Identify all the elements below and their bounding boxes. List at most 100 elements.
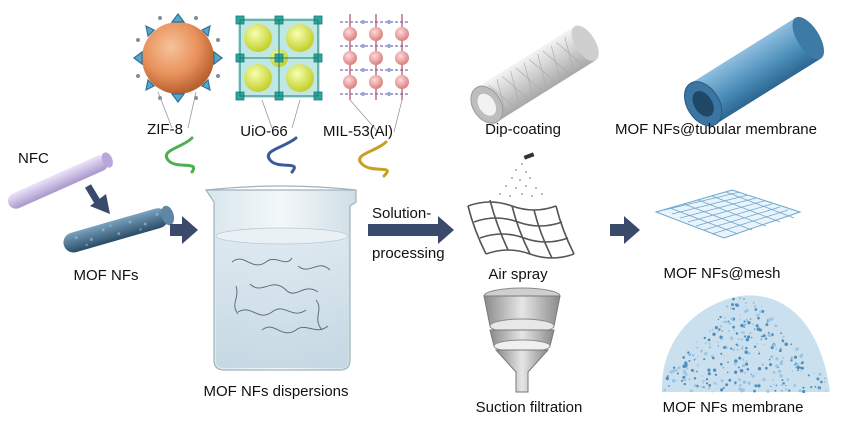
membrane-particle xyxy=(775,384,778,387)
membrane-particle xyxy=(729,307,733,310)
membrane-particle xyxy=(705,378,709,381)
membrane-particle xyxy=(684,373,688,377)
solution-processing-arrow xyxy=(368,216,454,244)
membrane-particle xyxy=(745,338,750,342)
membrane-particle xyxy=(751,374,755,378)
membrane-particle xyxy=(737,344,740,347)
membrane-particle xyxy=(702,379,705,383)
membrane-particle xyxy=(766,389,770,393)
membrane-particle xyxy=(744,323,746,326)
membrane-particle xyxy=(777,369,782,374)
membrane-particle xyxy=(717,345,720,347)
membrane-particle xyxy=(696,346,699,349)
membrane-particle xyxy=(784,342,788,346)
membrane-particle xyxy=(721,330,724,332)
membrane-particle xyxy=(707,368,711,372)
membrane-particle xyxy=(781,338,784,341)
label-solution: Solution- xyxy=(372,205,432,222)
membrane-particle xyxy=(687,353,691,357)
membrane-particle xyxy=(742,380,747,384)
membrane-particle xyxy=(770,385,772,388)
membrane-particle xyxy=(691,353,695,357)
mof-mesh xyxy=(654,189,802,239)
label-suction: Suction filtration xyxy=(475,399,583,416)
membrane-particle xyxy=(714,326,718,330)
membrane-particle xyxy=(782,357,784,360)
membrane-particle xyxy=(818,388,821,391)
membrane-particle xyxy=(797,347,800,350)
membrane-particle xyxy=(743,335,747,338)
membrane-particle xyxy=(688,378,691,381)
membrane-particle xyxy=(741,331,744,334)
membrane-particle xyxy=(707,338,711,342)
membrane-particle xyxy=(760,306,763,308)
label-mof-nfs: MOF NFs xyxy=(73,267,139,284)
membrane-particle xyxy=(705,382,709,385)
membrane-particle xyxy=(717,341,719,344)
membrane-particle xyxy=(779,361,783,365)
membrane-particle xyxy=(743,310,747,313)
membrane-particle xyxy=(711,328,714,331)
membrane-particle xyxy=(759,310,762,314)
membrane-particle xyxy=(798,389,802,393)
membrane-particle xyxy=(682,356,686,359)
membrane-particle xyxy=(717,318,720,321)
membrane-particle xyxy=(754,308,758,311)
membrane-particle xyxy=(738,356,742,360)
membrane-particle xyxy=(671,369,676,373)
membrane-particle xyxy=(740,346,744,350)
membrane-particle xyxy=(739,369,744,373)
label-mesh: MOF NFs@mesh xyxy=(663,265,781,282)
membrane-particle xyxy=(742,363,746,368)
membrane-particle xyxy=(725,383,729,387)
label-mil53: MIL-53(Al) xyxy=(322,123,394,140)
membrane-particle xyxy=(796,365,800,370)
beaker xyxy=(204,185,357,371)
membrane-particle xyxy=(697,355,699,358)
membrane-particle xyxy=(704,342,706,345)
membrane-particle xyxy=(732,348,735,350)
membrane-particle xyxy=(718,328,721,331)
membrane-particle xyxy=(761,363,765,366)
membrane-particle xyxy=(712,391,714,393)
membrane-particle xyxy=(682,364,686,368)
membrane-particle xyxy=(745,301,747,304)
membrane-particle xyxy=(747,351,751,355)
membrane-particle xyxy=(725,321,728,324)
membrane-particle xyxy=(736,349,739,351)
membrane-particle xyxy=(780,389,784,392)
membrane-particle xyxy=(702,382,704,384)
membrane-particle xyxy=(732,307,735,311)
membrane-particle xyxy=(690,368,694,372)
membrane-particle xyxy=(705,341,707,344)
membrane-particle xyxy=(795,366,797,368)
membrane-particle xyxy=(696,384,699,388)
membrane-particle xyxy=(778,349,782,353)
membrane-particle xyxy=(711,356,715,360)
membrane-particle xyxy=(734,381,737,384)
membrane-particle xyxy=(689,354,692,356)
membrane-particle xyxy=(764,333,766,335)
membrane-particle xyxy=(700,349,703,353)
membrane-particle xyxy=(703,386,705,389)
membrane-particle xyxy=(820,380,823,384)
membrane-particle xyxy=(684,361,688,365)
membrane-particle xyxy=(719,325,723,328)
membrane-particle xyxy=(747,335,751,339)
membrane-particle xyxy=(745,306,747,308)
membrane-particle xyxy=(802,389,806,394)
membrane-particle xyxy=(762,334,766,338)
zif8-strand xyxy=(164,136,196,174)
membrane-particle xyxy=(682,369,686,372)
membrane-particle xyxy=(729,347,733,350)
membrane-particle xyxy=(781,360,783,362)
membrane-particle xyxy=(716,330,719,333)
membrane-particle xyxy=(712,368,717,372)
label-processing: processing xyxy=(372,245,445,262)
membrane-particle xyxy=(782,335,785,338)
membrane-particle xyxy=(785,384,787,387)
membrane-particle xyxy=(722,386,725,390)
membrane-particle xyxy=(775,348,778,350)
membrane-particle xyxy=(823,381,826,383)
